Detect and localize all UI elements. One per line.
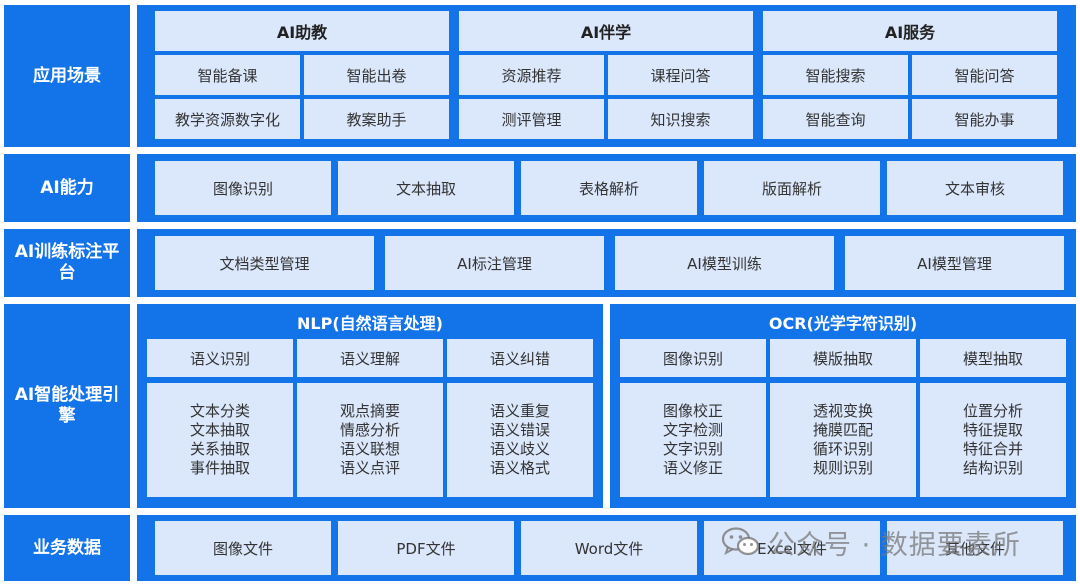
ocr-title: OCR(光学字符识别)	[768, 314, 918, 333]
data-panel: 图像文件 PDF文件 Word文件 Excel文件 其他文件	[137, 515, 1076, 581]
list-item: 语义联想	[339, 440, 400, 458]
capability-item: 文本抽取	[338, 161, 514, 215]
scene-item: 智能办事	[912, 99, 1057, 139]
nlp-title: NLP(自然语言处理)	[297, 314, 443, 333]
capability-item: 文本审核	[887, 161, 1063, 215]
list-item: 文本分类	[189, 402, 250, 420]
capability-item: 表格解析	[521, 161, 697, 215]
ocr-column-body: 图像校正 文字检测 文字识别 语义修正	[620, 383, 766, 497]
watermark-text: 公众号 · 数据要素所	[768, 529, 1021, 561]
list-item: 图像校正	[662, 402, 723, 420]
scene-item: 智能查询	[763, 99, 908, 139]
training-panel: 文档类型管理 AI标注管理 AI模型训练 AI模型管理	[137, 229, 1076, 297]
scene-panel: AI助教 智能备课 智能出卷 教学资源数字化 教案助手 AI伴学 资源推荐 课程…	[137, 5, 1076, 147]
list-item: 语义错误	[489, 421, 550, 439]
list-item: 透视变换	[812, 402, 873, 420]
ocr-column-body: 透视变换 掩膜匹配 循环识别 规则识别	[770, 383, 916, 497]
data-item: Excel文件	[704, 521, 880, 575]
nlp-panel: NLP(自然语言处理) 语义识别 语义理解 语义纠错 文本分类 文本抽取 关系抽…	[137, 304, 603, 508]
list-item: 语义格式	[489, 459, 550, 477]
list-item: 观点摘要	[339, 402, 400, 420]
row-label-engine: AI智能处理引擎	[4, 304, 130, 508]
ocr-column-head: 模型抽取	[920, 339, 1066, 377]
list-item: 文本抽取	[189, 421, 250, 439]
data-item: 其他文件	[887, 521, 1063, 575]
data-item: Word文件	[521, 521, 697, 575]
scene-item: 资源推荐	[459, 55, 604, 95]
scene-group-title-2: AI伴学	[459, 11, 753, 51]
training-item: AI标注管理	[385, 236, 604, 290]
list-item: 文字识别	[662, 440, 723, 458]
scene-item: 知识搜索	[608, 99, 753, 139]
scene-item: 课程问答	[608, 55, 753, 95]
scene-group-title-1: AI助教	[155, 11, 449, 51]
capability-panel: 图像识别 文本抽取 表格解析 版面解析 文本审核	[137, 154, 1076, 222]
data-item: PDF文件	[338, 521, 514, 575]
list-item: 语义歧义	[489, 440, 550, 458]
scene-group-title-3: AI服务	[763, 11, 1057, 51]
scene-item: 智能备课	[155, 55, 300, 95]
list-item: 特征提取	[962, 421, 1023, 439]
list-item: 位置分析	[962, 402, 1023, 420]
scene-item: 教案助手	[304, 99, 449, 139]
scene-item: 智能出卷	[304, 55, 449, 95]
list-item: 特征合并	[962, 440, 1023, 458]
list-item: 语义修正	[662, 459, 723, 477]
nlp-column-body: 语义重复 语义错误 语义歧义 语义格式	[447, 383, 593, 497]
data-item: 图像文件	[155, 521, 331, 575]
list-item: 规则识别	[812, 459, 873, 477]
ocr-column-head: 模版抽取	[770, 339, 916, 377]
nlp-column-body: 文本分类 文本抽取 关系抽取 事件抽取	[147, 383, 293, 497]
nlp-column-head: 语义纠错	[447, 339, 593, 377]
capability-item: 版面解析	[704, 161, 880, 215]
list-item: 文字检测	[662, 421, 723, 439]
list-item: 结构识别	[962, 459, 1023, 477]
list-item: 事件抽取	[189, 459, 250, 477]
row-label-training: AI训练标注平台	[4, 229, 130, 297]
wechat-icon	[721, 527, 760, 557]
list-item: 语义重复	[489, 402, 550, 420]
training-item: AI模型训练	[615, 236, 834, 290]
training-item: 文档类型管理	[155, 236, 374, 290]
capability-item: 图像识别	[155, 161, 331, 215]
ocr-panel: OCR(光学字符识别) 图像识别 模版抽取 模型抽取 图像校正 文字检测 文字识…	[610, 304, 1076, 508]
list-item: 语义点评	[339, 459, 400, 477]
row-label-scene: 应用场景	[4, 5, 130, 147]
row-label-data: 业务数据	[4, 515, 130, 581]
list-item: 关系抽取	[189, 440, 250, 458]
nlp-column-head: 语义识别	[147, 339, 293, 377]
scene-item: 测评管理	[459, 99, 604, 139]
ocr-column-head: 图像识别	[620, 339, 766, 377]
list-item: 情感分析	[339, 421, 400, 439]
watermark: 公众号 · 数据要素所	[721, 524, 1021, 561]
training-item: AI模型管理	[845, 236, 1064, 290]
scene-item: 智能搜索	[763, 55, 908, 95]
list-item: 循环识别	[812, 440, 873, 458]
list-item: 掩膜匹配	[812, 421, 873, 439]
ocr-column-body: 位置分析 特征提取 特征合并 结构识别	[920, 383, 1066, 497]
row-label-capability: AI能力	[4, 154, 130, 222]
scene-item: 智能问答	[912, 55, 1057, 95]
nlp-column-head: 语义理解	[297, 339, 443, 377]
scene-item: 教学资源数字化	[155, 99, 300, 139]
nlp-column-body: 观点摘要 情感分析 语义联想 语义点评	[297, 383, 443, 497]
